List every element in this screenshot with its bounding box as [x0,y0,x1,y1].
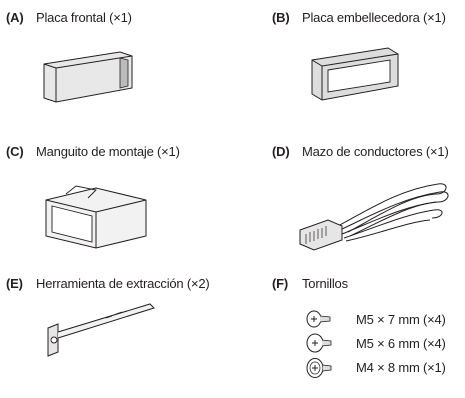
front-panel-icon [43,51,133,103]
item-key: (F) [272,276,288,291]
item-name: Manguito de montaje (×1) [36,144,180,159]
item-name: Mazo de conductores (×1) [302,144,449,159]
screw-spec: M5 × 7 mm (×4) [356,312,446,327]
flat-head-screw-icon [306,310,331,328]
item-f-label: (F) Tornillos [272,276,348,291]
item-name: Placa frontal (×1) [36,10,132,25]
item-name: Placa embellecedora (×1) [302,10,446,25]
round-head-screw-icon [306,358,332,378]
item-key: (A) [6,10,24,25]
item-key: (D) [272,144,290,159]
mounting-sleeve-icon [45,185,147,249]
screw-spec: M5 × 6 mm (×4) [356,336,446,351]
item-a-label: (A) Placa frontal (×1) [6,10,132,25]
item-d-label: (D) Mazo de conductores (×1) [272,144,449,159]
item-key: (E) [6,276,23,291]
screw-spec: M4 × 8 mm (×1) [356,360,446,375]
item-key: (B) [272,10,290,25]
trim-plate-icon [311,47,399,101]
item-e-label: (E) Herramienta de extracción (×2) [6,276,210,291]
item-name: Tornillos [302,276,348,291]
item-b-label: (B) Placa embellecedora (×1) [272,10,446,25]
item-key: (C) [6,144,24,159]
item-name: Herramienta de extracción (×2) [36,276,210,291]
extraction-tool-icon [47,303,155,357]
pan-head-screw-icon [306,333,332,353]
wiring-harness-icon [299,183,449,251]
item-c-label: (C) Manguito de montaje (×1) [6,144,180,159]
